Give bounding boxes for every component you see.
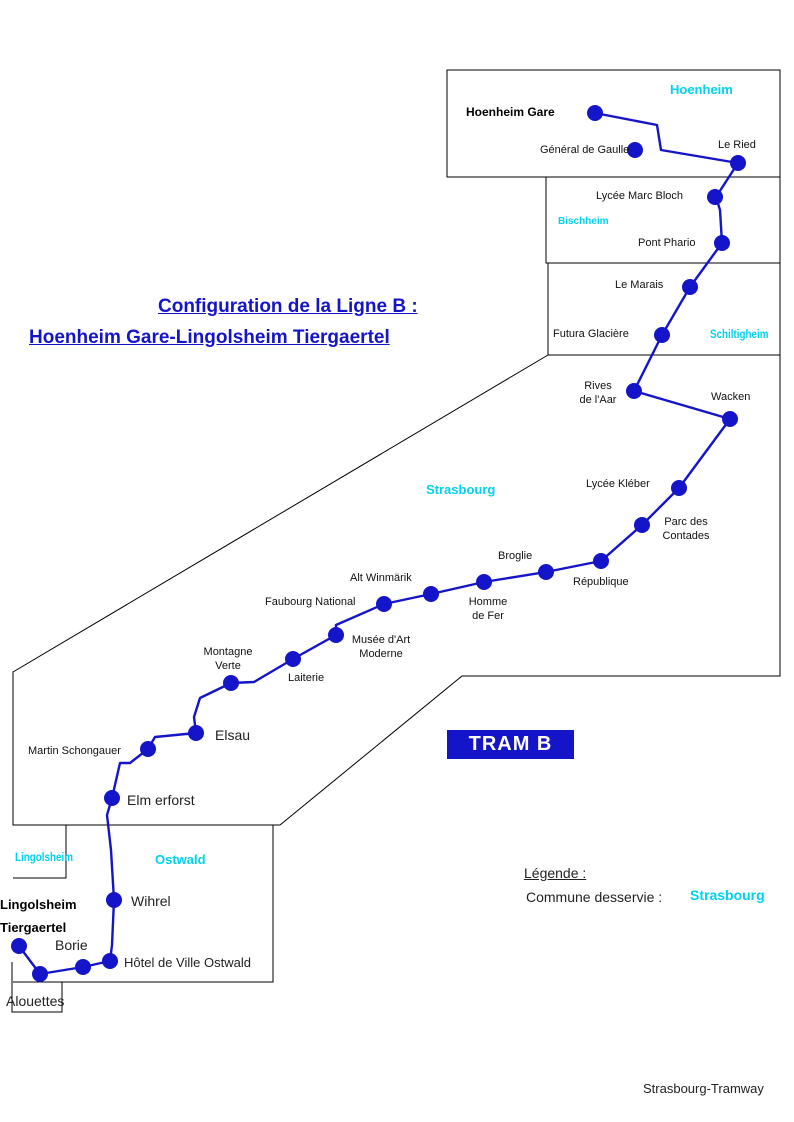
station-alt-winmarik[interactable] <box>423 586 439 602</box>
station-le-marais[interactable] <box>682 279 698 295</box>
station-republique[interactable] <box>593 553 609 569</box>
station-label: Homme de Fer <box>468 596 508 622</box>
tram-b-badge: TRAM B <box>447 730 574 759</box>
station-musee-d-art-moderne[interactable] <box>328 627 344 643</box>
station-label: Martin Schongauer <box>28 745 121 757</box>
lingolsheim-boundary <box>13 825 67 879</box>
station-label: Wacken <box>711 391 751 403</box>
station-label: Hoenheim Gare <box>466 105 555 119</box>
station-parc-des-contades[interactable] <box>634 517 650 533</box>
commune-label-bischheim: Bischheim <box>558 216 609 227</box>
station-hotel-de-ville-ostwald[interactable] <box>102 953 118 969</box>
commune-label-strasbourg: Strasbourg <box>426 482 496 497</box>
source-credit: Strasbourg-Tramway <box>643 1081 764 1096</box>
station-label: Elsau <box>215 727 251 743</box>
station-elsau[interactable] <box>188 725 204 741</box>
station-label: Lycée Kléber <box>586 478 650 490</box>
station-laiterie[interactable] <box>285 651 301 667</box>
station-label: Lingolsheim Tiergaertel <box>0 897 77 935</box>
station-label: Montagne Verte <box>203 646 253 672</box>
station-label: Musée d'Art Moderne <box>351 634 411 660</box>
station-label: Futura Glacière <box>553 328 629 340</box>
station-label: Pont Phario <box>638 237 696 249</box>
station-label: Lycée Marc Bloch <box>596 190 684 202</box>
commune-label-hoenheim: Hoenheim <box>670 82 733 97</box>
tram-line-b <box>18 111 740 976</box>
station-label: Le Marais <box>615 279 664 291</box>
legend-item-example: Strasbourg <box>690 887 765 903</box>
station-wacken[interactable] <box>722 411 738 427</box>
station-label: Général de Gaulle <box>540 144 630 156</box>
station-label: Broglie <box>498 550 533 562</box>
strasbourg-boundary <box>12 354 781 826</box>
station-alouettes[interactable] <box>32 966 48 982</box>
station-martin-schongauer[interactable] <box>140 741 156 757</box>
station-montagne-verte[interactable] <box>223 675 239 691</box>
station-faubourg-national[interactable] <box>376 596 392 612</box>
ostwald-boundary <box>13 824 274 983</box>
station-label: Laiterie <box>288 672 325 684</box>
stations <box>11 105 746 982</box>
station-lycee-kleber[interactable] <box>671 480 687 496</box>
station-le-ried[interactable] <box>730 155 746 171</box>
legend-heading: Légende : <box>524 865 587 881</box>
station-label: Wihrel <box>131 893 171 909</box>
map-title-line1: Configuration de la Ligne B : <box>158 296 418 317</box>
station-label: Elm erforst <box>127 792 195 808</box>
commune-label-schiltigheim: Schiltigheim <box>710 327 769 341</box>
station-label: Faubourg National <box>265 596 356 608</box>
station-label: Borie <box>55 937 88 953</box>
station-pont-phario[interactable] <box>714 235 730 251</box>
station-label: République <box>573 576 629 588</box>
station-borie[interactable] <box>75 959 91 975</box>
station-label: Alouettes <box>6 993 65 1009</box>
station-wihrel[interactable] <box>106 892 122 908</box>
commune-boundaries <box>11 69 781 1013</box>
station-general-de-gaulle[interactable] <box>627 142 643 158</box>
commune-label-lingolsheim: Lingolsheim <box>15 850 73 864</box>
station-hoenheim-gare[interactable] <box>587 105 603 121</box>
station-rives-de-l-aar[interactable] <box>626 383 642 399</box>
station-label: Le Ried <box>718 139 756 151</box>
station-label: Rives de l'Aar <box>579 380 617 406</box>
legend-item-label: Commune desservie : <box>526 889 663 905</box>
station-lycee-marc-bloch[interactable] <box>707 189 723 205</box>
station-broglie[interactable] <box>538 564 554 580</box>
station-futura-glaciere[interactable] <box>654 327 670 343</box>
alouettes-bracket <box>11 962 63 1013</box>
station-lingolsheim-tiergaertel[interactable] <box>11 938 27 954</box>
station-label: Parc des Contades <box>662 516 710 542</box>
map-title-line2: Hoenheim Gare-Lingolsheim Tiergaertel <box>29 327 390 348</box>
station-label: Hôtel de Ville Ostwald <box>124 955 251 970</box>
commune-label-ostwald: Ostwald <box>155 852 206 867</box>
station-homme-de-fer[interactable] <box>476 574 492 590</box>
station-elmerforst[interactable] <box>104 790 120 806</box>
station-label: Alt Winmärik <box>350 572 412 584</box>
